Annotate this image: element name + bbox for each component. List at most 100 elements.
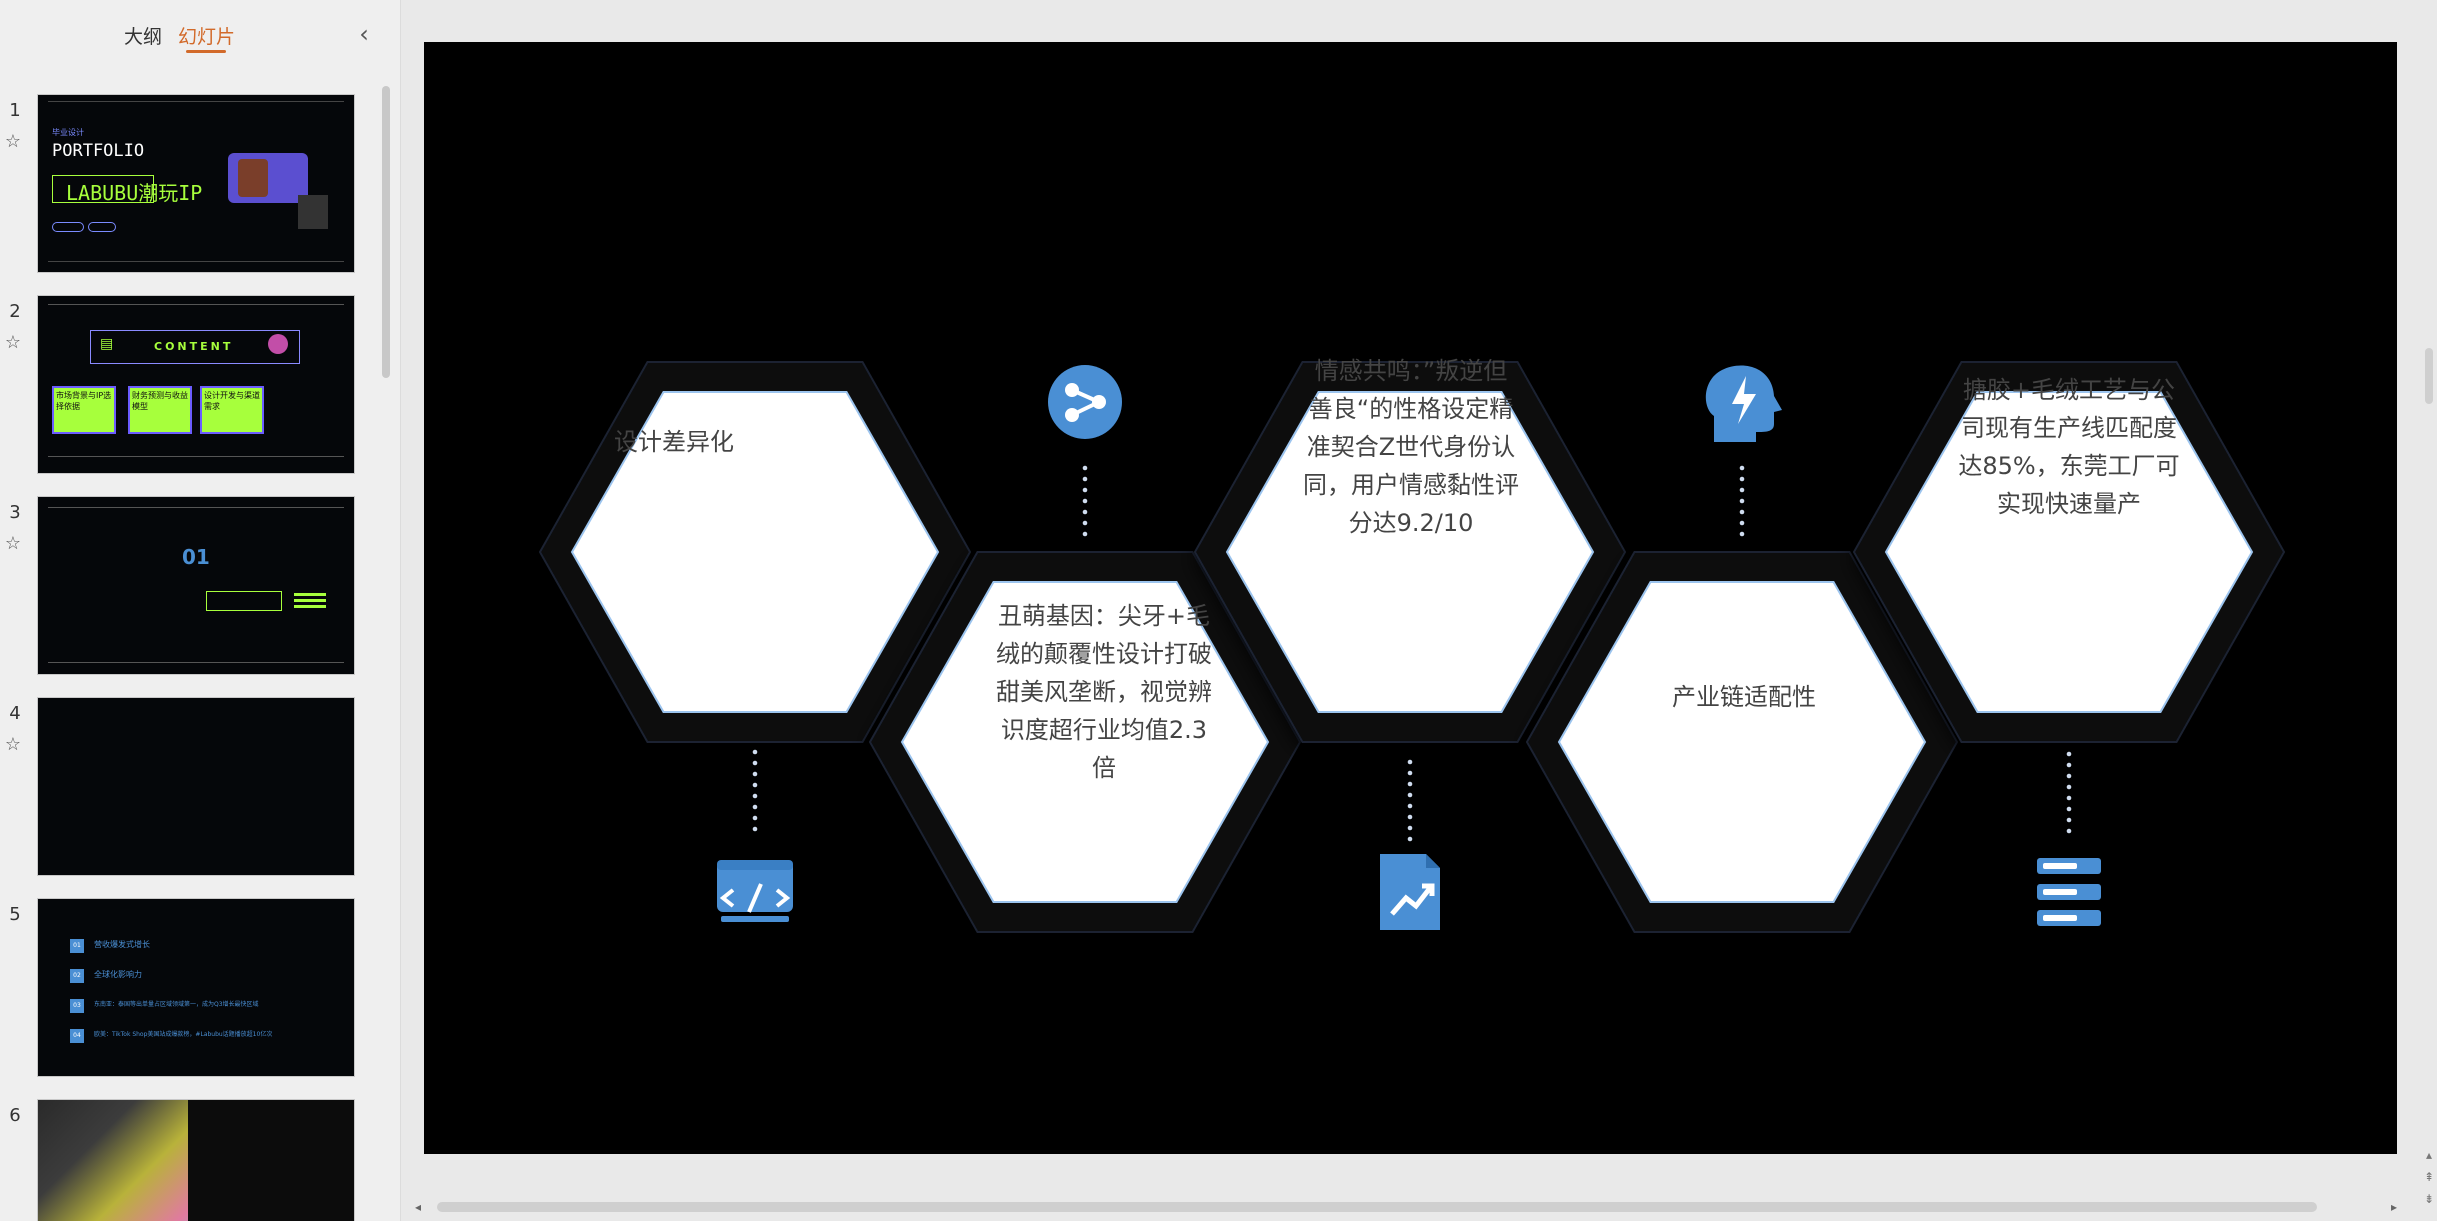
thumb-hand-icon xyxy=(268,334,288,354)
slide-thumbnail-3[interactable]: 01 xyxy=(37,496,355,675)
thumb-item-text: 全球化影响力 xyxy=(94,970,142,979)
slide-thumbnail-5[interactable]: 01 营收爆发式增长 02 全球化影响力 03 东南亚：泰国等出单量占区域领域第… xyxy=(37,898,355,1077)
slide-thumbnail-1[interactable]: 毕业设计 PORTFOLIO LABUBU潮玩IP xyxy=(37,94,355,273)
connector-dot xyxy=(1082,509,1088,515)
vertical-scrollbar[interactable]: ▴ ⇞ ⇟ xyxy=(2420,0,2437,1221)
slide-number: 6 xyxy=(9,1105,21,1126)
star-icon[interactable]: ☆ xyxy=(4,734,22,755)
connector-dot xyxy=(2066,817,2072,823)
connector-dot xyxy=(1739,509,1745,515)
hex-text-3: 情感共鸣：”叛逆但 善良“的性格设定精 准契合Z世代身份认 同，用户情感黏性评 … xyxy=(1303,357,1519,537)
thumb-pill xyxy=(52,222,84,232)
thumb-item-badge: 03 xyxy=(70,999,84,1013)
hexagon-3[interactable] xyxy=(1225,391,1595,713)
slide-number: 4 xyxy=(9,703,21,724)
connector-dot xyxy=(752,760,758,766)
connector-dot xyxy=(1739,520,1745,526)
connector-dot xyxy=(1739,498,1745,504)
connector-dot xyxy=(1407,814,1413,820)
connector-dot xyxy=(2066,773,2072,779)
code-monitor-icon xyxy=(717,860,793,922)
scroll-left-icon[interactable]: ◂ xyxy=(415,1200,422,1214)
thumb-title: PORTFOLIO xyxy=(52,141,145,161)
connector-dot xyxy=(1407,836,1413,842)
connector-dot xyxy=(2066,784,2072,790)
thumb-title-box xyxy=(52,175,154,203)
connector-dot xyxy=(1739,531,1745,537)
thumb-pill xyxy=(88,222,116,232)
connector-dot xyxy=(2066,751,2072,757)
thumb-content-title: CONTENT xyxy=(154,340,234,353)
hex-text-5: 搪胶+毛绒工艺与公 司现有生产线匹配度 达85%，东莞工厂可 实现快速量产 xyxy=(1958,376,2180,518)
connector-dot xyxy=(1082,520,1088,526)
vertical-scroll-thumb[interactable] xyxy=(2425,348,2433,404)
tab-slides[interactable]: 幻灯片 xyxy=(178,26,236,48)
connector-dot xyxy=(2066,795,2072,801)
connector-dot xyxy=(1407,759,1413,765)
connector-dot xyxy=(1407,781,1413,787)
hexagon-1[interactable] xyxy=(570,391,940,713)
connector-dot xyxy=(752,793,758,799)
panel-tabs: 大纲 幻灯片 ‹ xyxy=(0,0,400,70)
horizontal-scroll-thumb[interactable] xyxy=(437,1202,2317,1212)
slide-canvas[interactable]: 设计差异化 丑萌基因：尖牙+毛 绒的颠覆性设计打破 甜美风垄断，视觉辨 识度超行… xyxy=(424,42,2397,1154)
thumb-photo xyxy=(38,1100,188,1221)
connector-dot xyxy=(2066,762,2072,768)
hexagon-4[interactable] xyxy=(1557,581,1927,903)
connector-dot xyxy=(752,804,758,810)
connector-dot xyxy=(1739,487,1745,493)
thumb-small-title: 毕业设计 xyxy=(52,128,84,137)
thumb-item-text: 营收爆发式增长 xyxy=(94,940,150,949)
thumb-item-badge: 02 xyxy=(70,969,84,983)
slide-thumbnail-4[interactable] xyxy=(37,697,355,876)
prev-slide-icon[interactable]: ⇞ xyxy=(2423,1170,2435,1184)
star-icon[interactable]: ☆ xyxy=(4,332,22,353)
hexagon-5[interactable] xyxy=(1884,391,2254,713)
thumbnail-list[interactable]: 1 ☆ 毕业设计 PORTFOLIO LABUBU潮玩IP 2 ☆ xyxy=(0,74,400,1221)
slide-number: 3 xyxy=(9,502,21,523)
thumb-box xyxy=(206,591,282,611)
thumb-content-icon: ▤ xyxy=(100,336,114,352)
slide-number: 1 xyxy=(9,100,21,121)
connector-dot xyxy=(2066,806,2072,812)
slide-number: 2 xyxy=(9,301,21,322)
connector-dot xyxy=(1407,770,1413,776)
connector-dot xyxy=(2066,828,2072,834)
slide-thumbnail-6[interactable] xyxy=(37,1099,355,1221)
tab-outline[interactable]: 大纲 xyxy=(124,26,163,48)
hexagon-2[interactable] xyxy=(900,581,1270,903)
connector-dot xyxy=(1082,531,1088,537)
thumb-lines xyxy=(294,593,326,596)
thumb-content-box xyxy=(90,330,300,364)
connector-dot xyxy=(1407,825,1413,831)
connector-dot xyxy=(1739,476,1745,482)
connector-dot xyxy=(1082,476,1088,482)
thumbnail-row: 1 ☆ 毕业设计 PORTFOLIO LABUBU潮玩IP xyxy=(0,84,370,273)
connector-dot xyxy=(1407,803,1413,809)
connector-dot xyxy=(1407,792,1413,798)
star-icon[interactable]: ☆ xyxy=(4,533,22,554)
bolt-head-icon xyxy=(1705,365,1782,442)
thumbnail-row: 6 xyxy=(0,1089,370,1221)
connector-dot xyxy=(1082,498,1088,504)
next-slide-icon[interactable]: ⇟ xyxy=(2423,1192,2435,1206)
thumb-subtitle: LABUBU潮玩IP xyxy=(66,181,203,205)
thumb-card: 财务预测与收益模型 xyxy=(128,386,192,434)
thumb-item-badge: 01 xyxy=(70,939,84,953)
thumb-illustration-block xyxy=(298,195,328,229)
horizontal-scrollbar[interactable]: ◂ ▸ xyxy=(415,1198,2405,1216)
hex-text-4: 产业链适配性 xyxy=(1672,683,1816,711)
slide-panel: 大纲 幻灯片 ‹ 1 ☆ 毕业设计 PORTFOLIO LABUBU潮玩IP xyxy=(0,0,401,1221)
scroll-up-icon[interactable]: ▴ xyxy=(2425,1148,2433,1162)
collapse-panel-icon[interactable]: ‹ xyxy=(359,20,369,48)
panel-scrollbar[interactable] xyxy=(382,86,390,378)
scroll-right-icon[interactable]: ▸ xyxy=(2391,1200,2398,1214)
thumb-item-text: 东南亚：泰国等出单量占区域领域第一，成为Q3增长最快区域 xyxy=(94,1001,259,1008)
star-icon[interactable]: ☆ xyxy=(4,131,22,152)
connector-dot xyxy=(752,782,758,788)
thumb-item-badge: 04 xyxy=(70,1029,84,1043)
share-network-icon xyxy=(1048,365,1122,439)
thumbnail-row: 2 ☆ ▤ CONTENT 市场背景与IP选择依据 财务预测与收益模型 设计开发… xyxy=(0,285,370,474)
slide-thumbnail-2[interactable]: ▤ CONTENT 市场背景与IP选择依据 财务预测与收益模型 设计开发与渠道需… xyxy=(37,295,355,474)
hex-text-2: 丑萌基因：尖牙+毛 绒的颠覆性设计打破 甜美风垄断，视觉辨 识度超行业均值2.3… xyxy=(996,602,1212,782)
